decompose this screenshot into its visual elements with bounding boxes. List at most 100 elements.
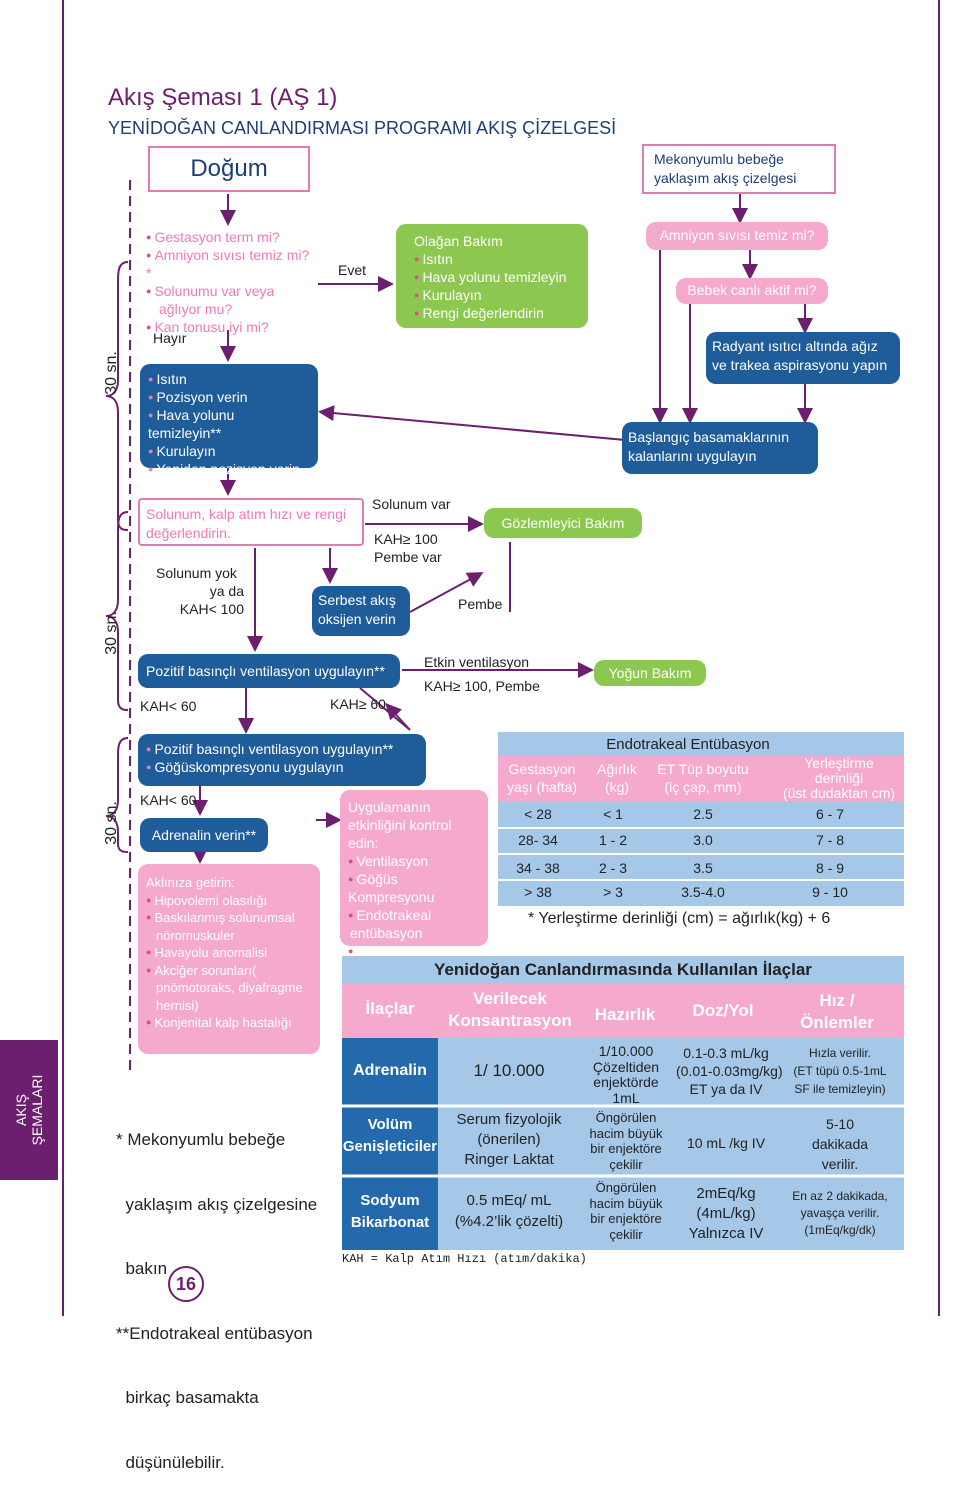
drug-cell: 5-10 dakikada verilir. [811,1116,869,1172]
intensive-care-box: Yoğun Bakım [594,660,706,686]
time-label-1: 30 sn. [102,351,120,395]
meconium-suction-box: Radyant ısıtıcı altında ağız ve trakea a… [706,332,900,384]
ppv-compression-item: Göğüskompresyonu uygulayın [146,758,418,776]
ppv-compression-box: Pozitif basınçlı ventilasyon uygulayın**… [138,734,426,786]
pink-label: Pembe [458,596,503,612]
et-cell: 3.5 [693,860,713,876]
routine-care-box: Olağan Bakım Isıtın Hava yolunu temizley… [396,224,588,328]
hr-pink-label: KAH≥ 100 Pembe var [374,530,442,566]
check-item: Endotrakeal [348,906,480,924]
effective-ventilation-line2: KAH≥ 100, Pembe [424,678,540,694]
et-table-title-bar [498,732,904,756]
no-breathing-line1: Solunum yok [156,565,237,581]
question-amniotic: Amniyon sıvısı temiz mi?* [146,246,314,282]
initial-step: Yeniden pozisyon verin [148,460,310,478]
et-col-depth-line: (üst dudaktan cm) [782,785,896,801]
drug-cell: 10 mL /kg IV [686,1135,766,1151]
ppv-compression-item: Pozitif basınçlı ventilasyon uygulayın** [146,740,418,758]
et-cell: 6 - 7 [815,806,844,822]
footnotes: * Mekonyumlu bebeğe yaklaşım akış çizelg… [116,1086,317,1495]
meconium-rest-line1: Başlangıç basamaklarının [628,429,790,445]
check-title-line: edin: [348,835,379,851]
ppv-box: Pozitif basınçlı ventilasyon uygulayın** [138,654,400,688]
et-col-weight-line: (kg) [604,779,630,795]
remember-item: pnömotoraks, diyafragme [156,980,303,995]
drug-col-concentration: Verilecek Konsantrasyon [448,989,572,1030]
free-flow-line2: oksijen verin [318,611,396,627]
remember-item: nöromuskuler [156,927,235,943]
meconium-rest-line2: kalanlarını uygulayın [628,448,757,464]
drug-cell: Serum fizyolojik (önerilen) Ringer Lakta… [456,1111,562,1168]
initial-step: Pozisyon verin [148,388,310,406]
remember-box: Aklınıza getirin: Hipovolemi olasılığı B… [138,864,320,1054]
time-label-2: 30 sn. [102,611,120,655]
et-cell: 1 - 2 [598,832,627,848]
check-item: entübasyon [350,925,423,941]
remember-item: Baskılanmış solunumsal [146,909,312,927]
side-tab: AKIŞ ŞEMALARI [0,1040,58,1180]
routine-item: Rengi değerlendirin [414,304,570,322]
free-flow-oxygen-box: Serbest akış oksijen verin [312,586,410,636]
footnote-line: * Mekonyumlu bebeğe [116,1130,286,1149]
time-label-3: 30 sn. [102,801,120,845]
question-breathing: Solunumu var veya [146,282,314,300]
evaluate-line1: Solunum, kalp atım hızı ve rengi [146,506,346,522]
routine-item: Isıtın [414,250,570,268]
effective-ventilation-line1: Etkin ventilasyon [424,654,530,670]
observation-care-box: Gözlemleyici Bakım [484,508,642,538]
meconium-question-amniotic: Amniyon sıvısı temiz mi? [646,222,828,250]
assessment-questions: Gestasyon term mi? Amniyon sıvısı temiz … [140,226,320,335]
check-title-line: etkinliğini kontrol [348,817,452,833]
drug-footnote: KAH = Kalp Atım Hızı (atım/dakika) [342,1252,587,1266]
drug-cell: Hızla verilir. (ET tüpü 0.5-1mL SF ile t… [793,1046,887,1096]
initial-step: Hava yolunu temizleyin** [148,406,310,442]
no-breathing-line3: KAH< 100 [179,601,244,617]
page-number: 16 [168,1266,204,1302]
et-cell: 2 - 3 [598,860,627,876]
et-col-tube: ET Tüp boyutu (iç çap, mm) [648,760,758,796]
initial-step: Kurulayın [148,442,310,460]
et-cell: < 28 [524,806,552,822]
et-cell: > 38 [524,884,552,900]
footnote-line: düşünülebilir. [116,1452,225,1472]
routine-item: Kurulayın [414,286,570,304]
drug-table-header [342,984,904,1038]
et-col-depth-line: derinliği [814,770,864,786]
et-cell: 8 - 9 [815,860,844,876]
birth-label: Doğum [190,155,268,182]
page-title: Akış Şeması 1 (AŞ 1) [108,84,338,111]
footnote-line: yaklaşım akış çizelgesine [116,1194,318,1214]
meconium-rest-box: Başlangıç basamaklarının kalanlarını uyg… [622,422,818,474]
remember-item: Hipovolemi olasılığı [146,892,312,910]
et-col-depth-line: Yerleştirme [804,755,874,771]
drug-col-preparation: Hazırlık [594,1005,656,1024]
evaluate-line2: değerlendirin. [146,525,231,541]
meconium-question-vigorous: Bebek canlı aktif mi? [676,278,828,304]
meconium-suction-line2: ve trakea aspirasyonu yapın [712,357,888,373]
remember-title: Aklınıza getirin: [146,875,235,890]
et-col-weight: Ağırlık(kg) [586,760,648,796]
drug-table-title-bar [342,956,904,984]
drug-cell: 1/10.000 Çözeltiden enjektörde 1mL [592,1043,660,1106]
et-col-gestation: Gestasyon yaşı (hafta) [498,760,586,796]
et-col-gestation-line: Gestasyon [508,761,576,777]
et-table-title: Endotrakeal Entübasyon [606,736,770,753]
routine-care-title: Olağan Bakım [414,233,503,249]
et-col-tube-line: ET Tüp boyutu [657,761,749,777]
question-crying: ağlıyor mu? [159,301,233,317]
remember-item: Konjenital kalp hastalığı [146,1014,312,1032]
no-breathing-line2: ya da [209,583,244,599]
initial-step: Isıtın [148,370,310,388]
et-col-tube-line: (iç çap, mm) [664,779,742,795]
et-col-gestation-line: yaşı (hafta) [506,779,578,795]
birth-box: Doğum [148,146,310,192]
effective-ventilation-label: Etkin ventilasyon KAH≥ 100, Pembe [424,650,540,698]
drug-name: Adrenalin [353,1062,427,1079]
check-item: Ventilasyon [348,852,480,870]
meconium-suction-line1: Radyant ısıtıcı altında ağız [712,338,878,354]
et-cell: 7 - 8 [815,832,844,848]
et-cell: 2.5 [693,806,713,822]
drug-cell: 2mEq/kg (4mL/kg) Yalnızca IV [688,1185,764,1242]
footnote-line: **Endotrakeal entübasyon [116,1323,313,1343]
drug-table-body [438,1038,904,1250]
